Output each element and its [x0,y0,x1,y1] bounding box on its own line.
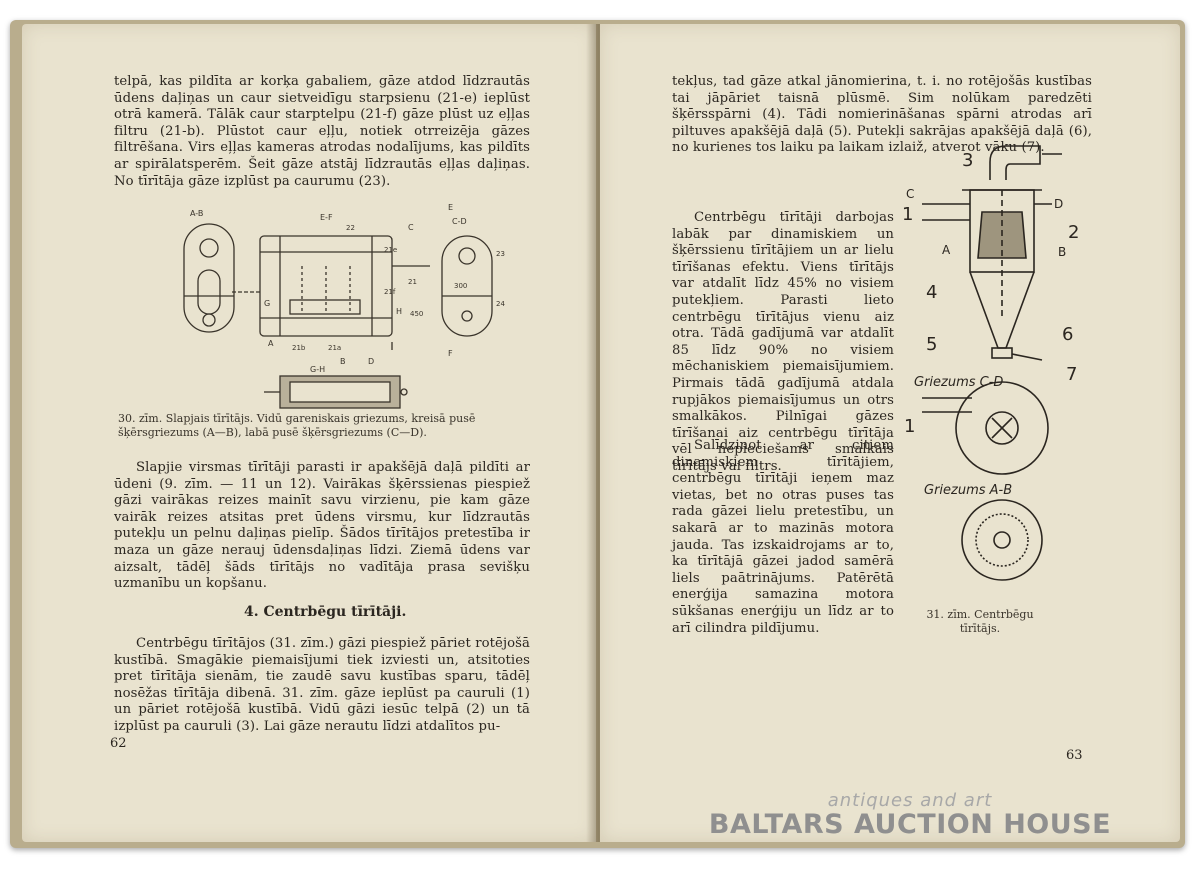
page-number-left: 62 [110,736,127,751]
left-paragraph-3: Centrbēgu tīrītājos (31. zīm.) gāzi pies… [114,636,530,734]
fig31-label-7: 7 [1066,364,1077,385]
label-24: 24 [496,300,505,308]
label-21e: 21e [384,246,397,254]
auction-watermark: antiques and art BALTARS AUCTION HOUSE [700,790,1120,840]
label-g: G [264,299,270,308]
section-gh-drawing [264,375,408,409]
label-300: 300 [454,282,467,290]
cyclone-drawing [922,145,1062,581]
right-paragraph-3: Salīdzinot ar citiem dinamiskiem tīrītāj… [672,438,894,636]
fig31-label-c: C [906,187,914,201]
figure-30-wet-cleaner: A-B E-F 22 C 21e 21f 21 [183,203,505,409]
fig31-label-4: 4 [926,282,937,303]
longitudinal-section-drawing: E-F 22 C 21e 21f 21b 21a B D G H A G-H [232,213,430,374]
label-f: F [448,349,453,358]
fig31-label-section-ab: Griezums A-B [924,483,1012,498]
fig31-label-section-cd: Griezums C-D [914,375,1003,390]
label-21b: 21b [292,344,306,352]
page-number-right: 63 [1066,748,1083,763]
label-450: 450 [410,310,423,318]
right-page: tekļus, tad gāze atkal jānomierina, t. i… [600,24,1180,842]
watermark-line-1: antiques and art [827,790,993,811]
fig31-label-a: A [942,243,951,257]
left-paragraph-2: Slapjie virsmas tīrītāji parasti ir apak… [114,460,530,592]
label-21: 21 [408,278,417,286]
figure-31-centrifugal-cleaner: 3 C 1 D 2 A B 4 5 6 7 Griezums C-D 1 Gri… [902,145,1079,581]
label-a: A [268,339,274,348]
label-e: E [448,203,453,212]
figure-30-caption: 30. zīm. Slapjais tīrītājs. Vidū garenis… [118,412,476,439]
label-c: C [408,223,414,232]
label-cd: C-D [452,217,467,226]
section-heading: 4. Centrbēgu tīrītāji. [244,604,407,620]
label-23: 23 [496,250,505,258]
label-ab: A-B [190,209,203,218]
watermark-line-2: BALTARS AUCTION HOUSE [708,809,1112,840]
left-paragraph-1: telpā, kas pildīta ar korķa gabaliem, gā… [114,74,530,189]
right-paragraph-top: tekļus, tad gāze atkal jānomierina, t. i… [672,74,1092,156]
section-ab-drawing: A-B [183,209,235,333]
label-b: B [340,357,346,366]
label-22: 22 [346,224,355,232]
label-ef: E-F [320,213,333,222]
fig31-label-1b: 1 [904,416,915,437]
fig31-label-b: B [1058,245,1066,259]
fig31-label-1: 1 [902,204,913,225]
section-cd-drawing: C-D E F 23 24 300 450 21 [408,203,505,358]
fig31-label-d: D [1054,197,1063,211]
left-page: telpā, kas pildīta ar korķa gabaliem, gā… [22,24,596,842]
right-paragraph-2: Centrbēgu tīrītāji darbojas labāk par di… [672,210,894,474]
label-gh: G-H [310,365,325,374]
label-d: D [368,357,374,366]
label-h: H [396,307,402,316]
fig31-label-2: 2 [1068,222,1079,243]
label-21f: 21f [384,288,396,296]
fig31-label-3: 3 [962,150,973,171]
figure-31-caption: 31. zīm. Centrbēgu tīrītājs. [926,608,1034,635]
fig31-label-6: 6 [1062,324,1073,345]
fig31-label-5: 5 [926,334,937,355]
label-21a: 21a [328,344,341,352]
